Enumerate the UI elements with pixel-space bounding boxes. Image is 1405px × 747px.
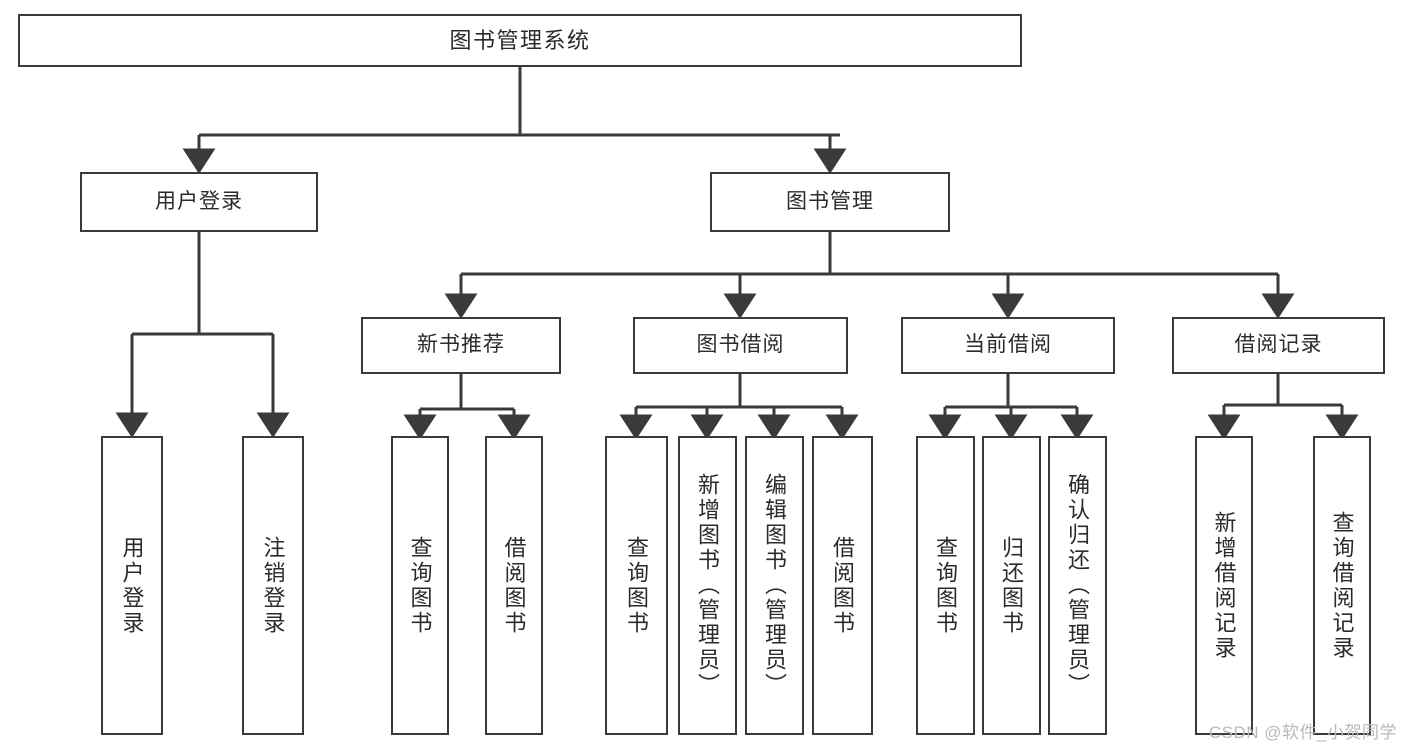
node-leaf-query-book-borrow-label: 查询图书 (624, 535, 650, 636)
node-root-label: 图书管理系统 (449, 27, 591, 53)
node-leaf-query-book-new-label: 查询图书 (407, 535, 433, 636)
node-user-login-label: 用户登录 (155, 189, 243, 213)
node-book-borrow[interactable]: 图书借阅 (633, 317, 848, 374)
node-leaf-edit-book[interactable]: 编辑图书（管理员） (745, 436, 804, 735)
node-leaf-edit-book-label: 编辑图书（管理员） (762, 473, 788, 698)
node-leaf-user-login-label: 用户登录 (119, 535, 145, 636)
node-leaf-confirm-return-label: 确认归还（管理员） (1065, 473, 1091, 698)
watermark: CSDN @软件_小贺同学 (1208, 723, 1397, 742)
node-leaf-borrow-book-new[interactable]: 借阅图书 (485, 436, 543, 735)
node-leaf-user-logout-label: 注销登录 (260, 535, 286, 636)
node-leaf-borrow-book-label: 借阅图书 (830, 535, 856, 636)
node-leaf-confirm-return[interactable]: 确认归还（管理员） (1048, 436, 1107, 735)
node-leaf-query-book-current-label: 查询图书 (933, 535, 959, 636)
node-root[interactable]: 图书管理系统 (18, 14, 1022, 67)
node-leaf-add-book-label: 新增图书（管理员） (695, 473, 721, 698)
node-new-book-recommend[interactable]: 新书推荐 (361, 317, 561, 374)
node-leaf-user-logout[interactable]: 注销登录 (242, 436, 304, 735)
node-book-manage-label: 图书管理 (786, 189, 874, 213)
node-leaf-return-book-label: 归还图书 (999, 535, 1025, 636)
node-borrow-record[interactable]: 借阅记录 (1172, 317, 1385, 374)
node-leaf-query-book-current[interactable]: 查询图书 (916, 436, 975, 735)
node-user-login[interactable]: 用户登录 (80, 172, 318, 232)
node-leaf-add-borrow-record[interactable]: 新增借阅记录 (1195, 436, 1253, 735)
node-current-borrow[interactable]: 当前借阅 (901, 317, 1115, 374)
node-book-manage[interactable]: 图书管理 (710, 172, 950, 232)
node-leaf-query-borrow-record-label: 查询借阅记录 (1329, 510, 1355, 661)
node-leaf-query-borrow-record[interactable]: 查询借阅记录 (1313, 436, 1371, 735)
node-leaf-borrow-book[interactable]: 借阅图书 (812, 436, 873, 735)
node-leaf-user-login[interactable]: 用户登录 (101, 436, 163, 735)
node-current-borrow-label: 当前借阅 (964, 333, 1052, 357)
node-leaf-query-book-borrow[interactable]: 查询图书 (605, 436, 668, 735)
node-leaf-add-borrow-record-label: 新增借阅记录 (1211, 510, 1237, 661)
node-leaf-query-book-new[interactable]: 查询图书 (391, 436, 449, 735)
node-book-borrow-label: 图书借阅 (696, 333, 785, 357)
node-leaf-add-book[interactable]: 新增图书（管理员） (678, 436, 737, 735)
node-leaf-borrow-book-new-label: 借阅图书 (501, 535, 527, 636)
node-borrow-record-label: 借阅记录 (1234, 333, 1323, 357)
node-new-book-recommend-label: 新书推荐 (417, 333, 505, 357)
node-leaf-return-book[interactable]: 归还图书 (982, 436, 1041, 735)
